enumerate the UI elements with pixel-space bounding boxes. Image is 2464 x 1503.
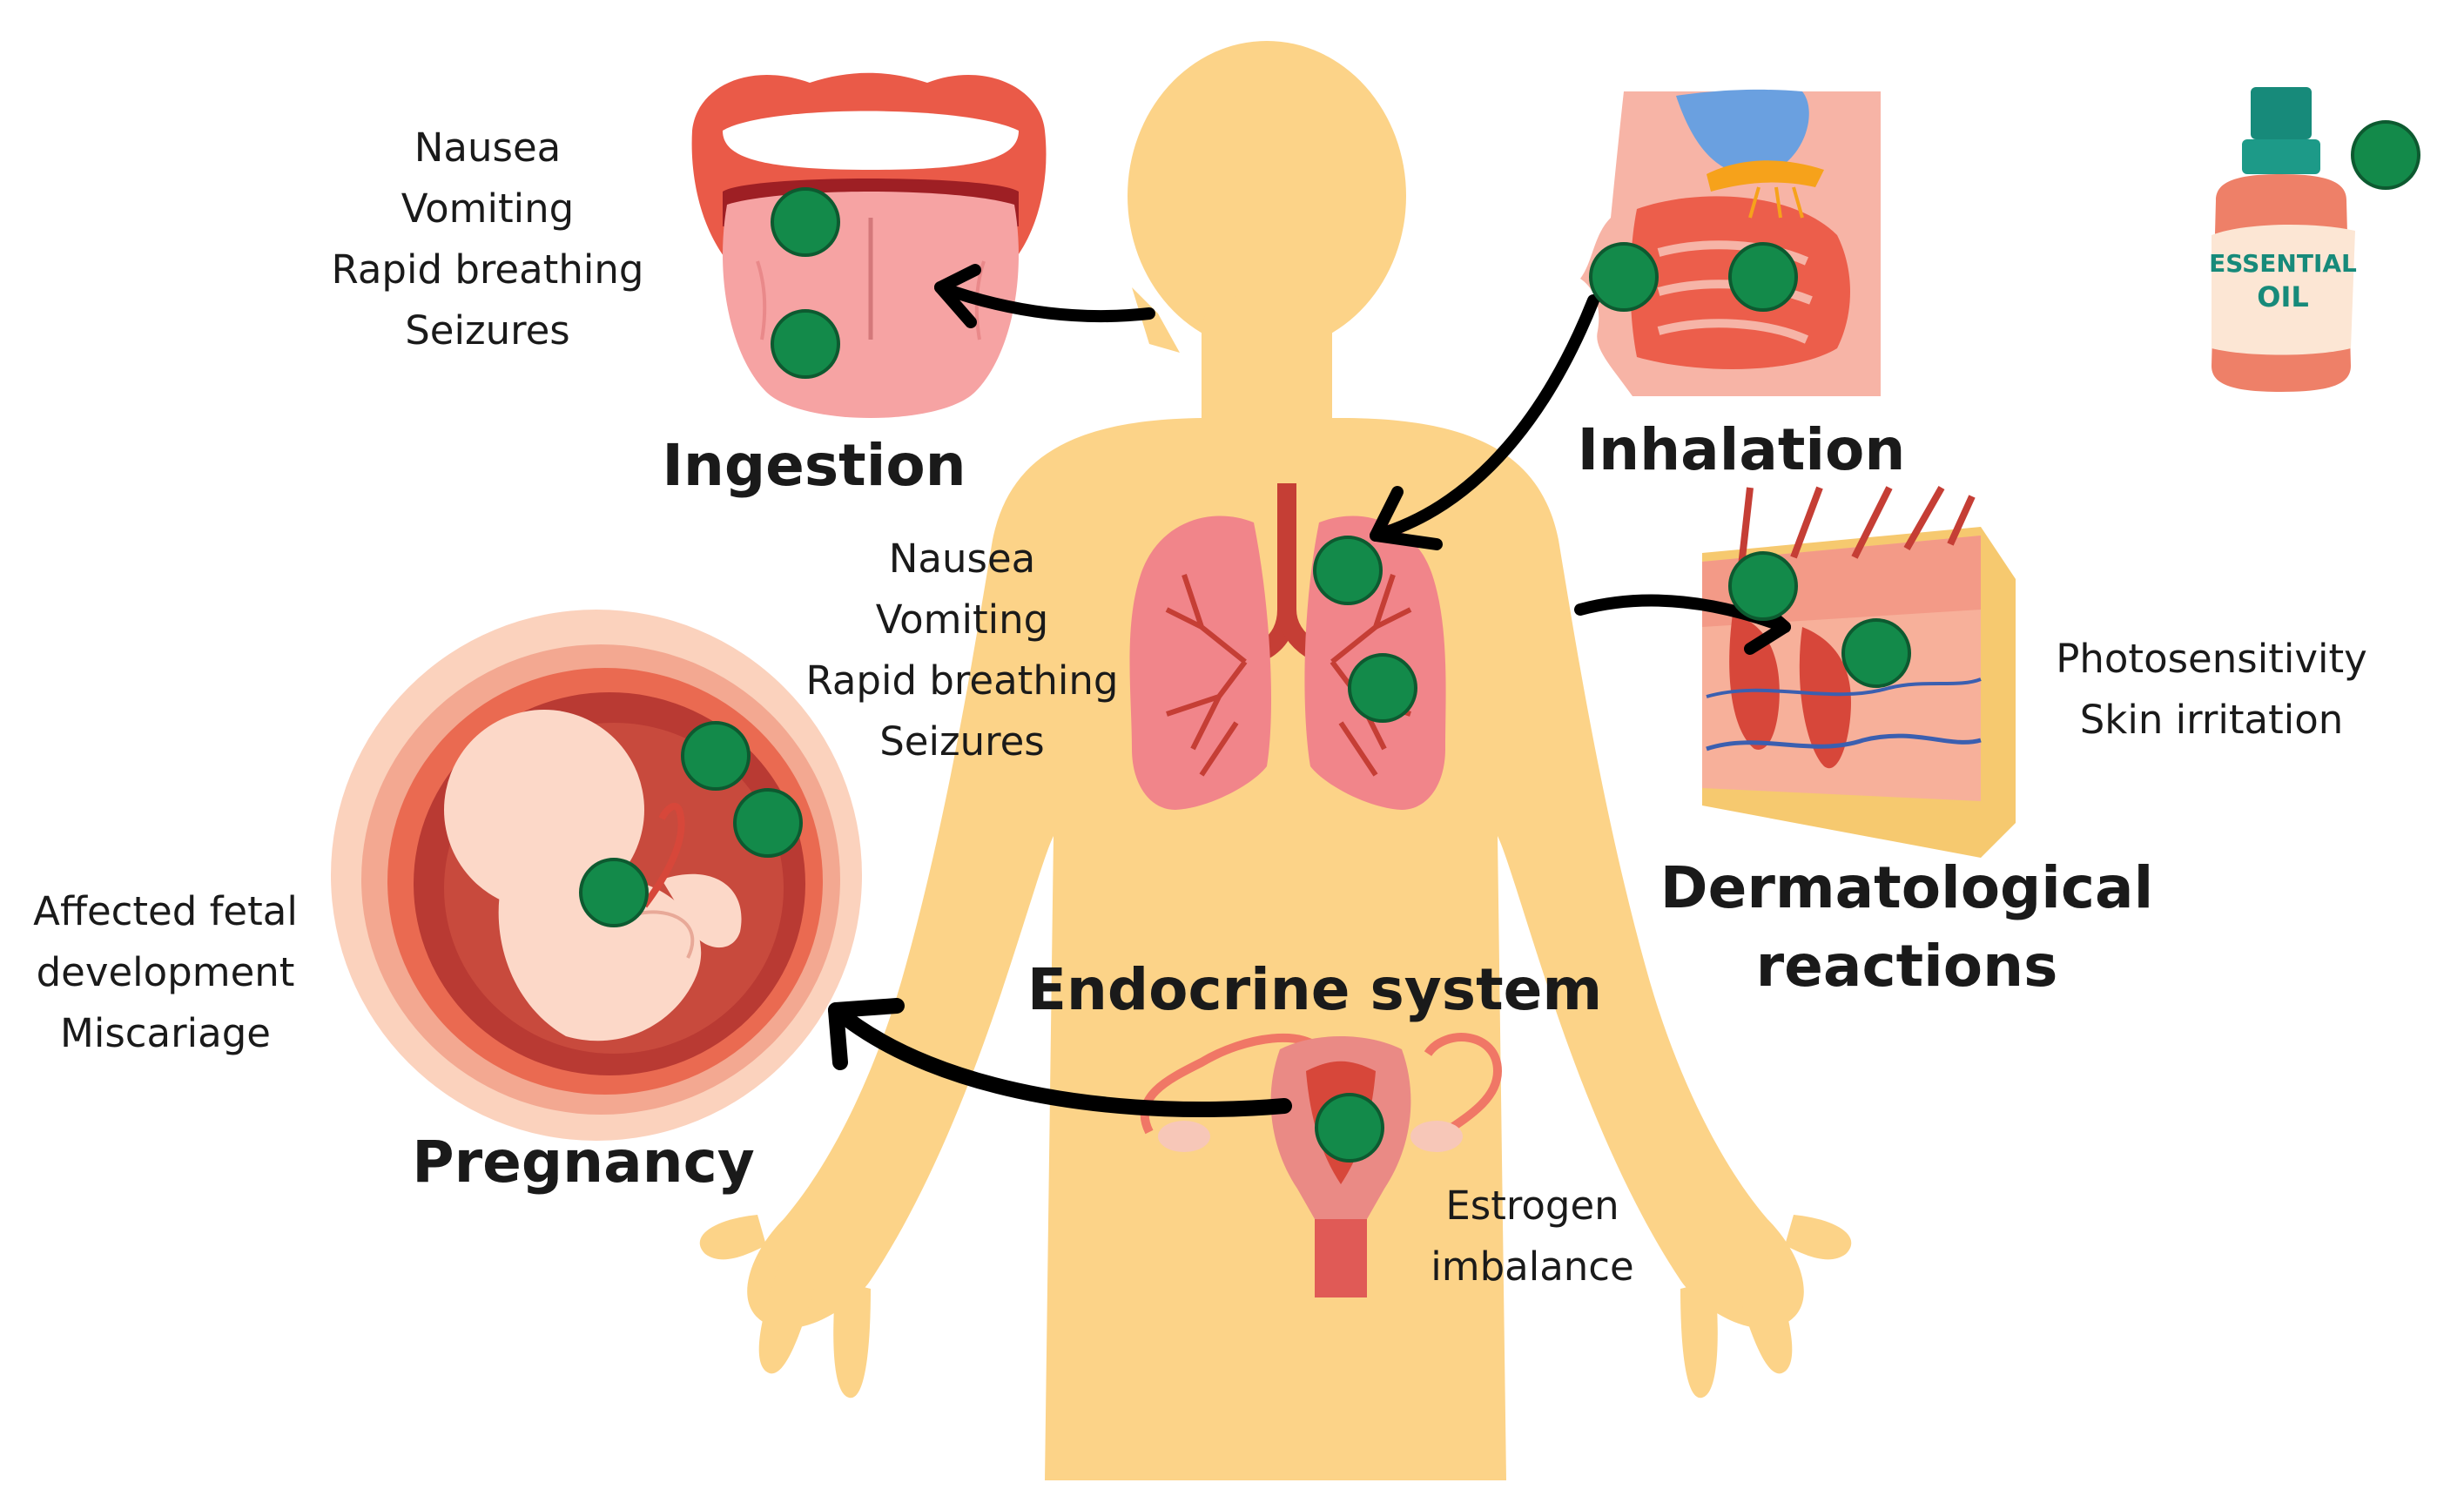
pregnancy-symptoms: Affected fetal development Miscariage [9, 881, 322, 1064]
dermatological-symptom: Photosensitivity [2056, 636, 2367, 682]
inhalation-symptom: Vomiting [875, 596, 1049, 643]
arrow-inhalation-to-lungs [1370, 294, 1599, 542]
ingestion-title: Ingestion [662, 432, 966, 499]
inhalation-title: Inhalation [1577, 416, 1906, 483]
bottle-label-line-1: ESSENTIAL [2209, 249, 2357, 278]
nasal-cavity-icon [1580, 89, 1881, 396]
dermatological-symptoms: Photosensitivity Skin irritation [2020, 629, 2403, 751]
endocrine-symptoms: Estrogen imbalance [1402, 1176, 1663, 1297]
marker-bottle [2351, 120, 2420, 190]
ingestion-symptom: Vomiting [401, 185, 575, 232]
arrow-uterus-to-pregnancy-head [828, 998, 905, 1070]
inhalation-symptom: Nausea [888, 536, 1036, 582]
marker-lung-top [1313, 536, 1383, 605]
marker-lung-bottom [1348, 653, 1417, 723]
bottle-label-line-2: OIL [2257, 280, 2309, 313]
exposure-markers [579, 120, 2420, 1163]
marker-skin-top [1728, 551, 1798, 621]
pregnancy-symptom: Affected fetal [33, 888, 298, 934]
arrow-to-ingestion [934, 281, 1155, 323]
marker-uterus [1315, 1093, 1384, 1163]
endocrine-symptom: imbalance [1431, 1244, 1634, 1290]
inhalation-symptom: Rapid breathing [805, 657, 1119, 704]
ingestion-symptoms: Nausea Vomiting Rapid breathing Seizures [305, 118, 670, 361]
marker-womb-3 [579, 858, 649, 927]
dermatological-symptom: Skin irritation [2079, 697, 2344, 743]
pregnancy-symptom: development [36, 949, 295, 995]
pregnancy-title: Pregnancy [412, 1129, 755, 1196]
endocrine-title: Endocrine system [1027, 956, 1603, 1023]
marker-womb-2 [733, 788, 803, 858]
dermatological-title-line: Dermatological [1659, 854, 2154, 921]
dermatological-title-line: reactions [1755, 933, 2058, 1000]
arrows [828, 264, 1791, 1118]
ingestion-symptom: Seizures [405, 307, 570, 354]
marker-tongue-bottom [771, 309, 840, 379]
essential-oil-bottle-icon: ESSENTIAL OIL [2209, 87, 2357, 392]
ingestion-symptom: Nausea [414, 125, 562, 171]
arrow-to-ingestion-head [934, 264, 981, 328]
marker-womb-1 [681, 721, 751, 791]
human-body-silhouette [699, 41, 1852, 1480]
inhalation-symptom: Seizures [879, 718, 1045, 765]
mouth-tongue-icon [691, 72, 1047, 418]
marker-nose-back [1728, 242, 1798, 312]
endocrine-symptom: Estrogen [1445, 1183, 1619, 1229]
dermatological-title: Dermatological reactions [1654, 849, 2159, 1006]
arrow-uterus-to-pregnancy [828, 1002, 1292, 1118]
marker-nose-front [1589, 242, 1659, 312]
arrow-inhalation-to-lungs-head [1370, 486, 1443, 550]
marker-tongue-top [771, 187, 840, 257]
ingestion-symptom: Rapid breathing [331, 246, 644, 293]
inhalation-symptoms: Nausea Vomiting Rapid breathing Seizures [779, 529, 1145, 772]
marker-skin-mid [1841, 618, 1911, 688]
pregnancy-symptom: Miscariage [60, 1010, 271, 1056]
